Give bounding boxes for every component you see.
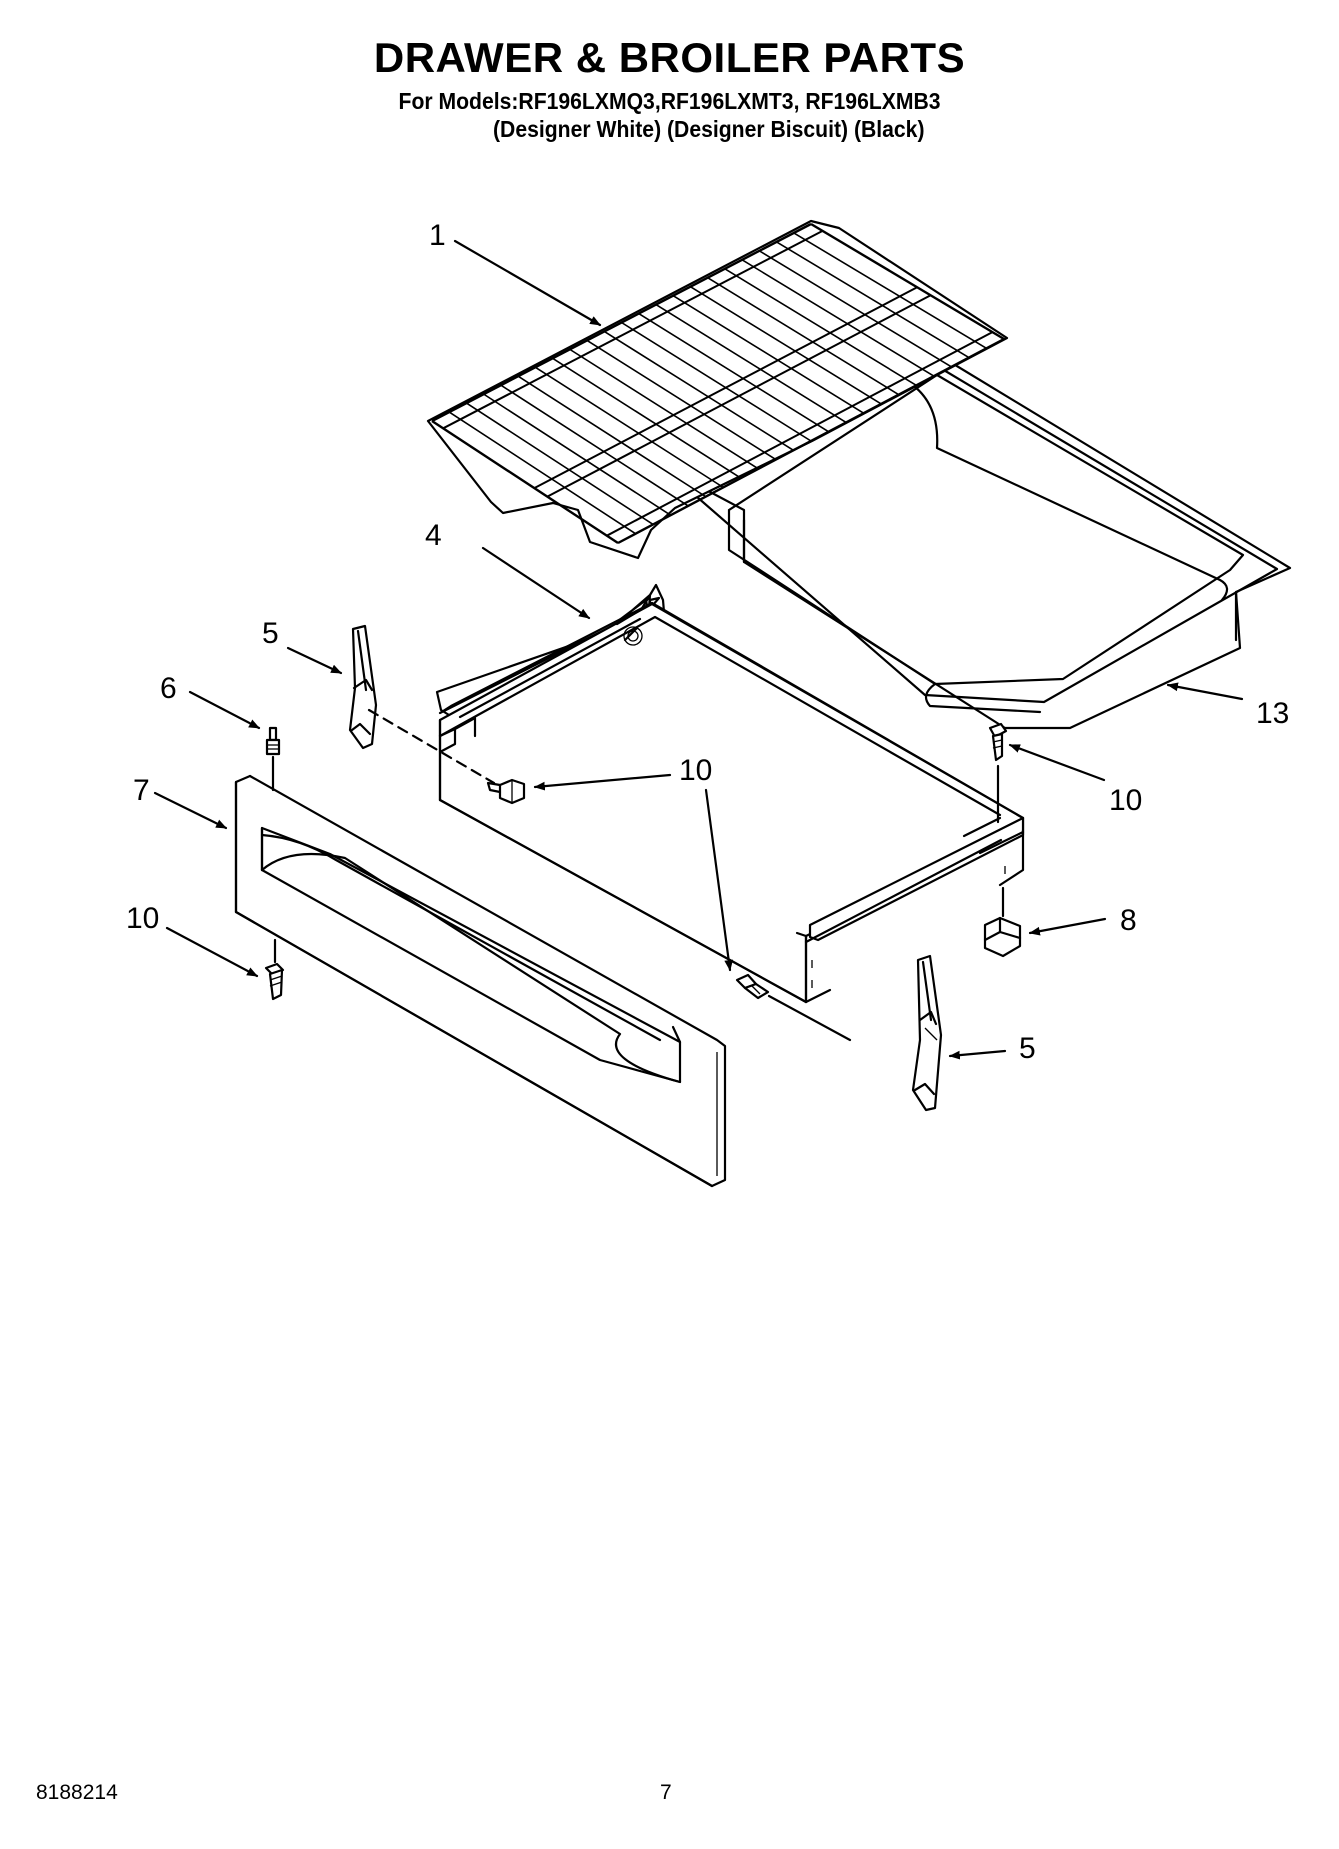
callout-10-center: 10 xyxy=(679,754,712,787)
page-number: 7 xyxy=(660,1781,672,1804)
callout-8: 8 xyxy=(1120,904,1137,937)
stud-6 xyxy=(265,726,281,792)
clip-8 xyxy=(983,886,1022,958)
callout-labels: 1 4 5 6 7 10 10 10 8 5 13 xyxy=(126,219,1289,1065)
glide-left xyxy=(348,624,378,750)
drawer-front xyxy=(234,774,727,1188)
screw-lower xyxy=(735,973,852,1042)
callout-10-right: 10 xyxy=(1109,784,1142,817)
leader-lines xyxy=(153,239,1244,1060)
callout-10-front: 10 xyxy=(126,902,159,935)
models-line: For Models:RF196LXMQ3,RF196LXMT3, RF196L… xyxy=(398,88,941,114)
page-title: DRAWER & BROILER PARTS xyxy=(373,34,966,81)
screw-front xyxy=(264,938,285,1001)
callout-4: 4 xyxy=(425,519,442,552)
drawer-body xyxy=(435,583,1025,1004)
callout-13: 13 xyxy=(1256,697,1289,730)
callout-1: 1 xyxy=(429,219,446,252)
colors-line: (Designer White) (Designer Biscuit) (Bla… xyxy=(493,116,925,142)
callout-5-left: 5 xyxy=(262,617,279,650)
broiler-rack xyxy=(426,219,1009,560)
screw-right xyxy=(988,722,1008,824)
callout-5-right: 5 xyxy=(1019,1032,1036,1065)
callout-7: 7 xyxy=(133,774,150,807)
document-number: 8188214 xyxy=(36,1781,118,1804)
screw-center xyxy=(367,708,526,805)
callout-6: 6 xyxy=(160,672,177,705)
glide-right xyxy=(911,954,943,1112)
